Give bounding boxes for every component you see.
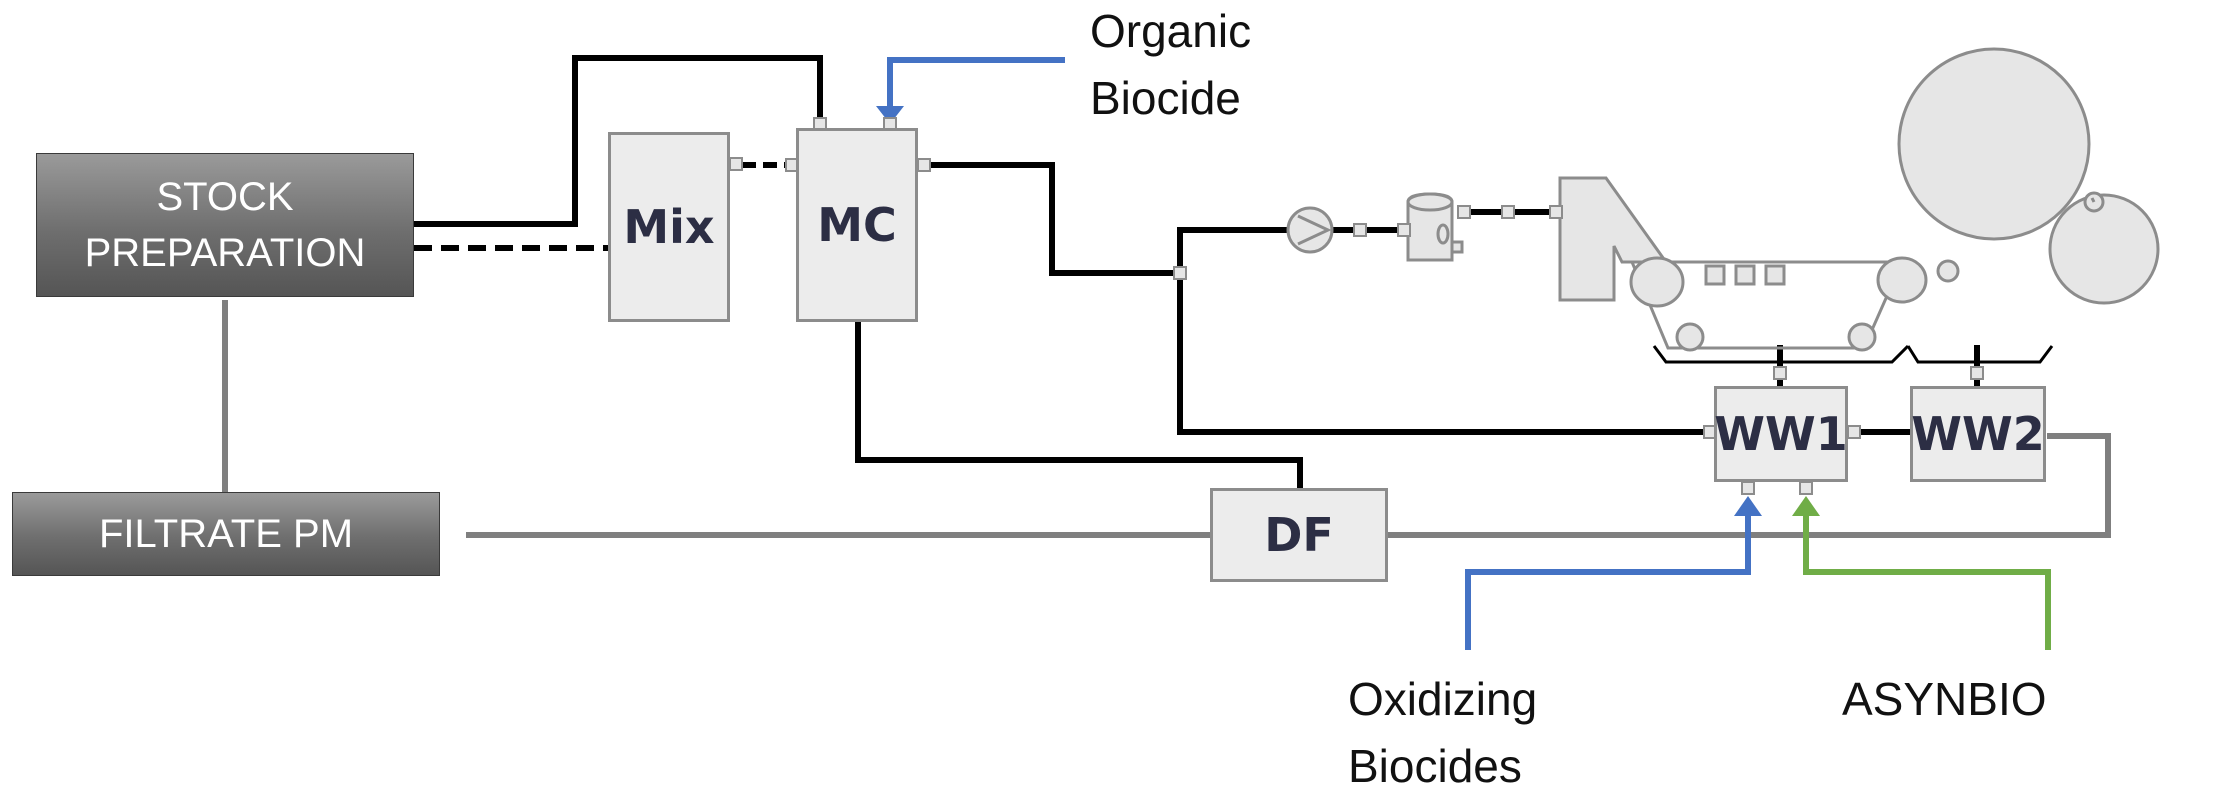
pump-icon (1286, 206, 1334, 254)
organic-biocide-line (876, 57, 1065, 124)
line-mc-to-df (855, 322, 1303, 490)
ww2-box: WW2 (1910, 386, 2046, 482)
white-water-trays (1652, 344, 2054, 364)
filtrate-pm-box: FILTRATE PM (12, 492, 440, 576)
node-mix-out (729, 157, 743, 171)
node-headbox-in (1549, 205, 1563, 219)
line-ww1-return (1177, 273, 1710, 435)
oxidizing-biocides-line (1465, 496, 1762, 650)
arrow-head (1734, 496, 1762, 516)
line-mc-to-headbox (924, 162, 1182, 276)
node-ww1-bottom-2 (1799, 481, 1813, 495)
oxidizing-biocides-label: Oxidizing Biocides (1348, 673, 1538, 792)
asynbio-line (1792, 496, 2051, 650)
connection-nodes (729, 117, 1984, 495)
node-pump-out (1353, 223, 1367, 237)
node-mc-out (917, 158, 931, 172)
node-ww1-right (1847, 425, 1861, 439)
node-ww1-bottom-1 (1741, 481, 1755, 495)
node-junction (1173, 266, 1187, 280)
line-wire-feed (1177, 227, 1290, 273)
tray-ww2 (1906, 345, 2054, 364)
node-ww1-top (1773, 366, 1787, 380)
mc-box: MC (796, 128, 918, 322)
wire-section (1629, 256, 1928, 352)
df-box: DF (1210, 488, 1388, 582)
dryer-section (1897, 47, 2160, 305)
node-screen-in (1397, 223, 1411, 237)
pressure-screen-icon (1406, 192, 1464, 262)
arrow-head (876, 106, 904, 124)
line-stock-to-mc-top (414, 55, 823, 227)
organic-biocide-label: Organic Biocide (1090, 5, 1252, 124)
ww1-box: WW1 (1714, 386, 1848, 482)
stock-preparation-box: STOCK PREPARATION (36, 153, 414, 297)
tray-ww1 (1652, 344, 1910, 364)
asynbio-label: ASYNBIO (1842, 673, 2047, 725)
node-screen-out (1457, 205, 1471, 219)
node-mid (1501, 205, 1515, 219)
arrow-head (1792, 496, 1820, 516)
mix-box: Mix (608, 132, 730, 322)
headbox-icon (1558, 176, 1669, 302)
node-ww2-top (1970, 366, 1984, 380)
